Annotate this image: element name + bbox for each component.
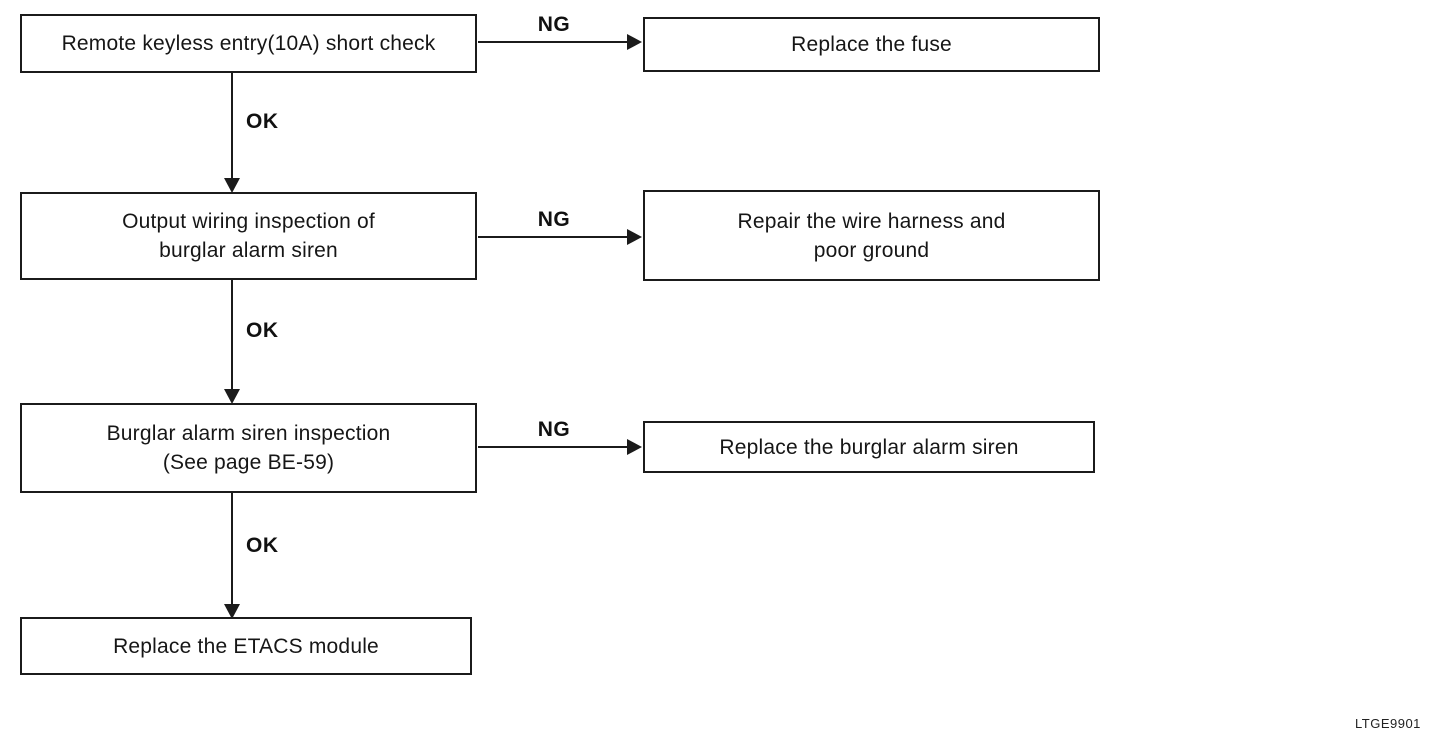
- result-box-text-line: Repair the wire harness and: [737, 209, 1006, 233]
- ng-arrowhead-icon-3: [627, 439, 642, 455]
- step-box-text-line: burglar alarm siren: [159, 239, 338, 262]
- ok-arrow-line-3: [231, 493, 233, 609]
- step-box-text-line: (See page BE-59): [162, 451, 335, 474]
- ng-label-3: NG: [537, 418, 571, 441]
- figure-code-label: LTGE9901: [1355, 716, 1421, 731]
- ok-label-2: OK: [246, 319, 279, 342]
- result-box-text-line: poor ground: [813, 238, 930, 262]
- ng-arrow-line-2: [478, 236, 628, 238]
- step-box-remote-keyless-check: Remote keyless entry(10A) short check: [20, 14, 477, 73]
- step-box-text-line: Replace the ETACS module: [113, 634, 379, 658]
- ng-arrowhead-icon-1: [627, 34, 642, 50]
- result-box-replace-siren: Replace the burglar alarm siren: [643, 421, 1095, 473]
- ok-label-1: OK: [246, 110, 279, 133]
- step-box-output-wiring-inspection: Output wiring inspection of burglar alar…: [20, 192, 477, 280]
- result-box-repair-harness: Repair the wire harness and poor ground: [643, 190, 1100, 281]
- result-box-text-line: Replace the fuse: [791, 33, 952, 56]
- step-box-text-line: Output wiring inspection of: [122, 210, 375, 233]
- result-box-replace-fuse: Replace the fuse: [643, 17, 1100, 72]
- ng-arrow-line-3: [478, 446, 628, 448]
- ok-arrowhead-icon-2: [224, 389, 240, 404]
- ng-label-2: NG: [537, 208, 571, 231]
- step-box-replace-etacs: Replace the ETACS module: [20, 617, 472, 675]
- ok-arrowhead-icon-3: [224, 604, 240, 619]
- ok-label-3: OK: [246, 534, 279, 557]
- ok-arrowhead-icon-1: [224, 178, 240, 193]
- ok-arrow-line-2: [231, 280, 233, 394]
- step-box-text-line: Remote keyless entry(10A) short check: [61, 32, 436, 55]
- ok-arrow-line-1: [231, 73, 233, 183]
- step-box-siren-inspection: Burglar alarm siren inspection (See page…: [20, 403, 477, 493]
- step-box-text-line: Burglar alarm siren inspection: [106, 422, 391, 445]
- ng-arrow-line-1: [478, 41, 628, 43]
- result-box-text-line: Replace the burglar alarm siren: [719, 435, 1019, 459]
- ng-label-1: NG: [537, 13, 571, 36]
- ng-arrowhead-icon-2: [627, 229, 642, 245]
